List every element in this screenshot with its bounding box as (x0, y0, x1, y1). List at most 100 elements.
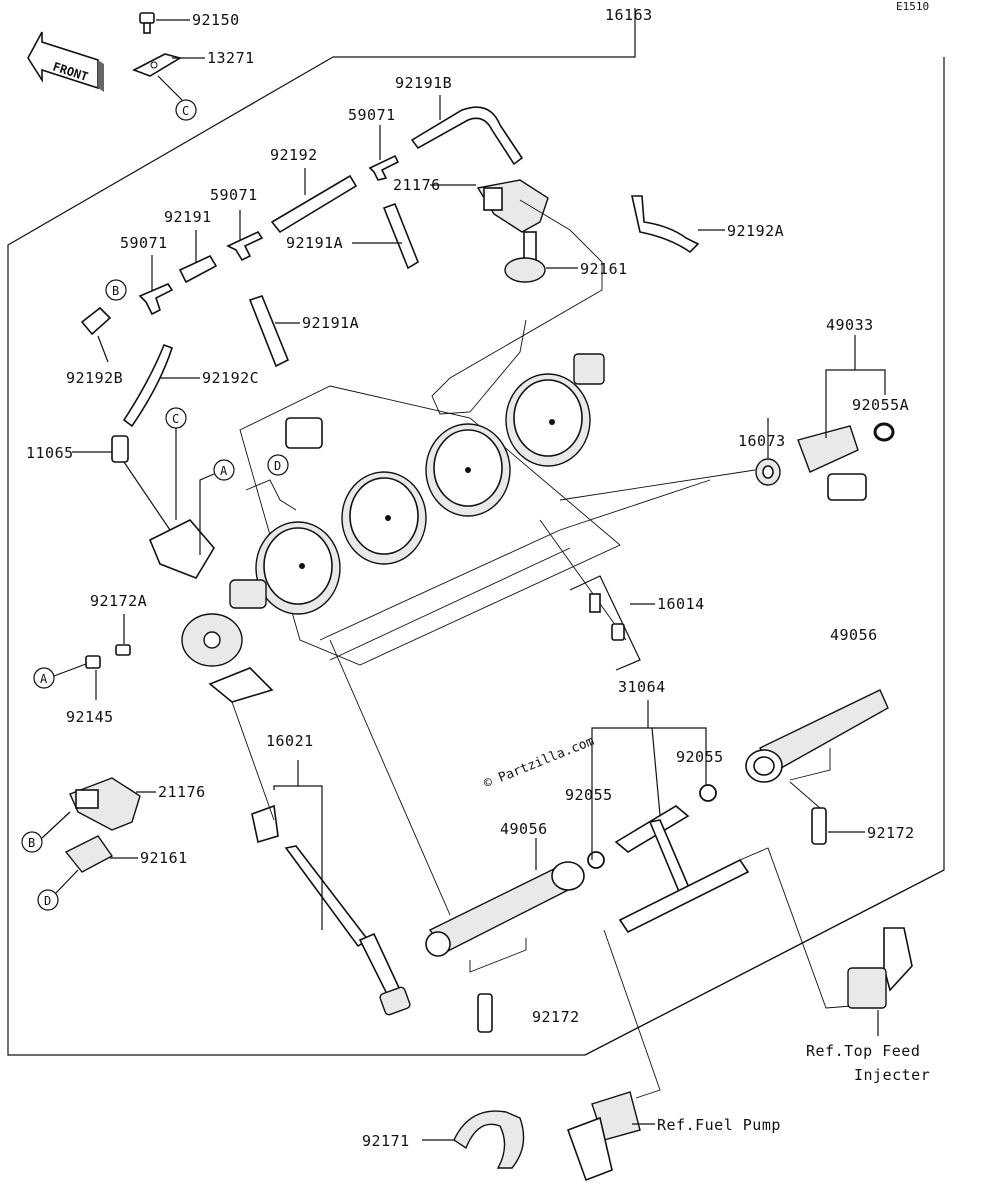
ref-fuel-pump: Ref.Fuel Pump (657, 1116, 781, 1134)
spring-rod-16021 (231, 701, 411, 1016)
screw-92172A (115, 644, 131, 656)
svg-text:D: D (274, 459, 281, 473)
label-92191B: 92191B (395, 74, 452, 92)
label-16073: 16073 (738, 432, 786, 450)
clamp-92171 (453, 1110, 525, 1169)
callout-d-mid: D (267, 454, 289, 476)
diagram-code: E1510 (896, 0, 929, 13)
label-92192A: 92192A (727, 222, 784, 240)
label-92150: 92150 (192, 11, 240, 29)
callout-c-top: C (175, 99, 197, 121)
label-92172-right: 92172 (867, 824, 915, 842)
throttle-bore-2 (341, 471, 427, 565)
bracket-13271 (132, 53, 183, 77)
ref-top-feed-line2: Injecter (854, 1066, 930, 1084)
svg-text:A: A (40, 672, 48, 686)
label-92191A-bottom: 92191A (302, 314, 359, 332)
callout-b-top: B (105, 279, 127, 301)
callout-b-bottom: B (21, 831, 43, 853)
hose-92191A-top (382, 202, 419, 270)
top-feed-connector (847, 927, 913, 1009)
callout-d-bottom: D (37, 889, 59, 911)
label-49056-right: 49056 (830, 626, 878, 644)
delivery-pipe-49056-left (425, 861, 585, 957)
throttle-bore-4 (505, 373, 591, 467)
adapter-92161-top (504, 231, 546, 283)
joint-59071-mid (226, 230, 264, 262)
label-92055-left: 92055 (565, 786, 613, 804)
svg-text:D: D (44, 894, 51, 908)
label-59071-left: 59071 (120, 234, 168, 252)
callout-c-mid: C (165, 407, 187, 429)
watermark: © Partzilla.com (482, 734, 597, 792)
label-92161-top: 92161 (580, 260, 628, 278)
o-ring-92055A (873, 422, 895, 442)
bolt-92150 (139, 12, 155, 34)
front-arrow-icon: FRONT (27, 31, 104, 92)
label-92192: 92192 (270, 146, 318, 164)
throttle-linkage (148, 519, 274, 703)
joint-59071-top (368, 154, 400, 181)
fuel-pump-connector (566, 1091, 641, 1182)
hose-92192C (122, 343, 173, 428)
label-16014: 16014 (657, 595, 705, 613)
sensor-21176-top (476, 179, 549, 233)
label-92055A: 92055A (852, 396, 909, 414)
hose-92192A (631, 195, 700, 254)
cap-92192B (80, 306, 112, 336)
injector-92172-right (811, 807, 827, 845)
injector-49033 (797, 425, 867, 501)
label-92161-bottom: 92161 (140, 849, 188, 867)
label-92192C: 92192C (202, 369, 259, 387)
joint-pipe-31064 (614, 805, 750, 934)
throttle-bore-3 (425, 423, 511, 517)
pipe-16163 (431, 199, 603, 415)
label-92055-right: 92055 (676, 748, 724, 766)
o-ring-92055-right (699, 784, 717, 802)
label-92172-bottom: 92172 (532, 1008, 580, 1026)
screw-set-16014 (539, 519, 627, 641)
label-49056-left: 49056 (500, 820, 548, 838)
label-21176-top: 21176 (393, 176, 441, 194)
hose-92191A-bottom (248, 295, 290, 368)
nut-92145 (85, 655, 101, 669)
ref-top-feed-line1: Ref.Top Feed (806, 1042, 920, 1060)
label-92172A: 92172A (90, 592, 147, 610)
hose-92191 (178, 254, 218, 284)
label-11065: 11065 (26, 444, 74, 462)
hose-92191B (410, 106, 524, 166)
assembly-frame (7, 8, 945, 1056)
adapter-92161-bottom (64, 835, 114, 873)
label-92171: 92171 (362, 1132, 410, 1150)
label-92145: 92145 (66, 708, 114, 726)
callout-a-left: A (33, 667, 55, 689)
label-59071-top: 59071 (348, 106, 396, 124)
sensor-21176-bottom (69, 777, 141, 831)
label-59071-mid: 59071 (210, 186, 258, 204)
hose-92192 (270, 174, 358, 234)
callout-a-mid: A (213, 459, 235, 481)
delivery-pipe-49056-right (745, 689, 889, 783)
cap-11065 (111, 435, 129, 463)
label-49033: 49033 (826, 316, 874, 334)
label-16021: 16021 (266, 732, 314, 750)
label-13271: 13271 (207, 49, 255, 67)
svg-text:B: B (28, 836, 35, 850)
injector-92172-bottom (477, 993, 493, 1033)
joint-59071-left (138, 283, 174, 316)
throttle-bore-1 (255, 521, 341, 615)
seal-16073 (755, 458, 781, 486)
label-16163: 16163 (605, 6, 653, 24)
label-21176-bottom: 21176 (158, 783, 206, 801)
label-92192B: 92192B (66, 369, 123, 387)
svg-text:C: C (172, 412, 179, 426)
svg-text:C: C (182, 104, 189, 118)
svg-text:B: B (112, 284, 119, 298)
label-92191A-top: 92191A (286, 234, 343, 252)
label-31064: 31064 (618, 678, 666, 696)
throttle-body-assembly (148, 353, 711, 703)
svg-text:A: A (220, 464, 228, 478)
o-ring-92055-left (587, 851, 605, 869)
label-92191: 92191 (164, 208, 212, 226)
